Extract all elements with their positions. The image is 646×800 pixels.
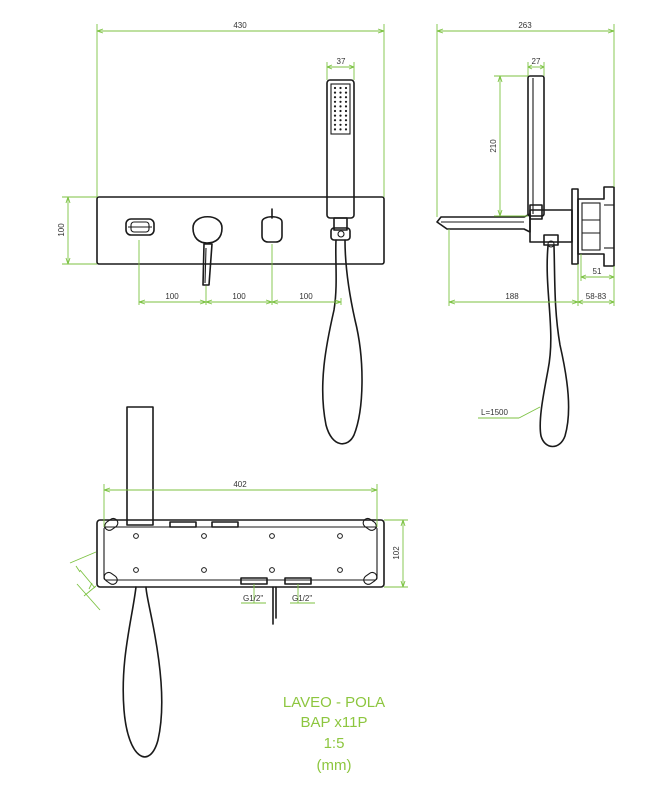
dim-side-spout: 188 [505, 292, 519, 301]
screw-hole [201, 567, 207, 573]
title-model-code: BAP x11P [301, 714, 368, 731]
dim-front-spacing-3: 100 [299, 292, 313, 301]
nozzle-dot [344, 100, 348, 103]
top-dimensions: 402 102 G1/2" G1/2" [69, 480, 408, 611]
title-scale: 1:5 [324, 735, 345, 752]
nozzle-dot [333, 109, 337, 113]
nozzle-dot [339, 100, 342, 103]
nozzle-dot [339, 109, 342, 113]
nozzle-dot [344, 128, 348, 131]
nozzle-dot [344, 105, 348, 108]
top-handshower [126, 406, 154, 526]
nozzle-dot [344, 114, 348, 117]
nozzle-dot [333, 114, 337, 117]
nozzle-dot [333, 128, 337, 131]
top-panel [96, 519, 385, 588]
dim-front-spacing-2: 100 [232, 292, 246, 301]
screw-hole [201, 533, 207, 539]
handshower-nozzles [333, 86, 348, 131]
dim-top-height: 102 [392, 546, 401, 560]
front-hose [321, 239, 363, 445]
nozzle-dot [339, 96, 342, 99]
front-panel [96, 196, 385, 265]
front-mixer-lever [192, 215, 223, 286]
nozzle-dot [333, 91, 337, 94]
nozzle-dot [333, 100, 337, 103]
title-product-line: LAVEO - POLA [283, 694, 385, 711]
top-mounting-slots [103, 517, 378, 585]
dim-front-spacing-1: 100 [165, 292, 179, 301]
front-dimensions: 430 100 100 100 100 37 [57, 21, 385, 305]
nozzle-dot [344, 123, 348, 126]
screw-hole [269, 533, 275, 539]
nozzle-dot [339, 114, 342, 117]
dim-side-handshower-height: 210 [489, 139, 498, 153]
front-thermostat-knob [261, 208, 283, 243]
dim-connection-right: G1/2" [292, 594, 312, 603]
nozzle-dot [344, 109, 348, 113]
nozzle-dot [339, 119, 342, 122]
nozzle-dot [344, 119, 348, 122]
side-view [436, 75, 615, 448]
nozzle-dot [339, 86, 342, 90]
screw-hole [337, 533, 343, 539]
side-dimensions: 263 27 210 188 58-83 51 L=1500 [436, 21, 615, 419]
screw-hole [133, 533, 139, 539]
screw-hole [337, 567, 343, 573]
nozzle-dot [333, 86, 337, 90]
dim-side-wall-range: 58-83 [586, 292, 607, 301]
nozzle-dot [333, 119, 337, 122]
nozzle-dot [339, 105, 342, 108]
dim-hose-length: L=1500 [481, 408, 508, 417]
nozzle-dot [339, 128, 342, 131]
nozzle-dot [339, 91, 342, 94]
screw-hole [133, 567, 139, 573]
dim-side-box: 51 [593, 267, 602, 276]
dim-handshower-width: 37 [337, 57, 346, 66]
top-view [96, 406, 385, 758]
top-screw-holes [133, 533, 343, 573]
title-block: LAVEO - POLA BAP x11P 1:5 (mm) [283, 694, 385, 774]
front-view [96, 79, 385, 445]
nozzle-dot [344, 96, 348, 99]
nozzle-dot [339, 123, 342, 126]
dim-front-height: 100 [57, 223, 66, 237]
top-hose [122, 586, 163, 758]
nozzle-dot [344, 86, 348, 90]
nozzle-dot [333, 105, 337, 108]
front-diverter-knob [125, 218, 155, 236]
nozzle-dot [333, 123, 337, 126]
dim-front-width: 430 [233, 21, 247, 30]
screw-hole [269, 567, 275, 573]
title-units: (mm) [317, 757, 352, 774]
nozzle-dot [333, 96, 337, 99]
nozzle-dot [344, 91, 348, 94]
dim-side-depth: 263 [518, 21, 532, 30]
front-handshower [326, 79, 355, 241]
dim-connection-left: G1/2" [243, 594, 263, 603]
dim-top-width: 402 [233, 480, 247, 489]
dim-side-handshower-depth: 27 [532, 57, 541, 66]
